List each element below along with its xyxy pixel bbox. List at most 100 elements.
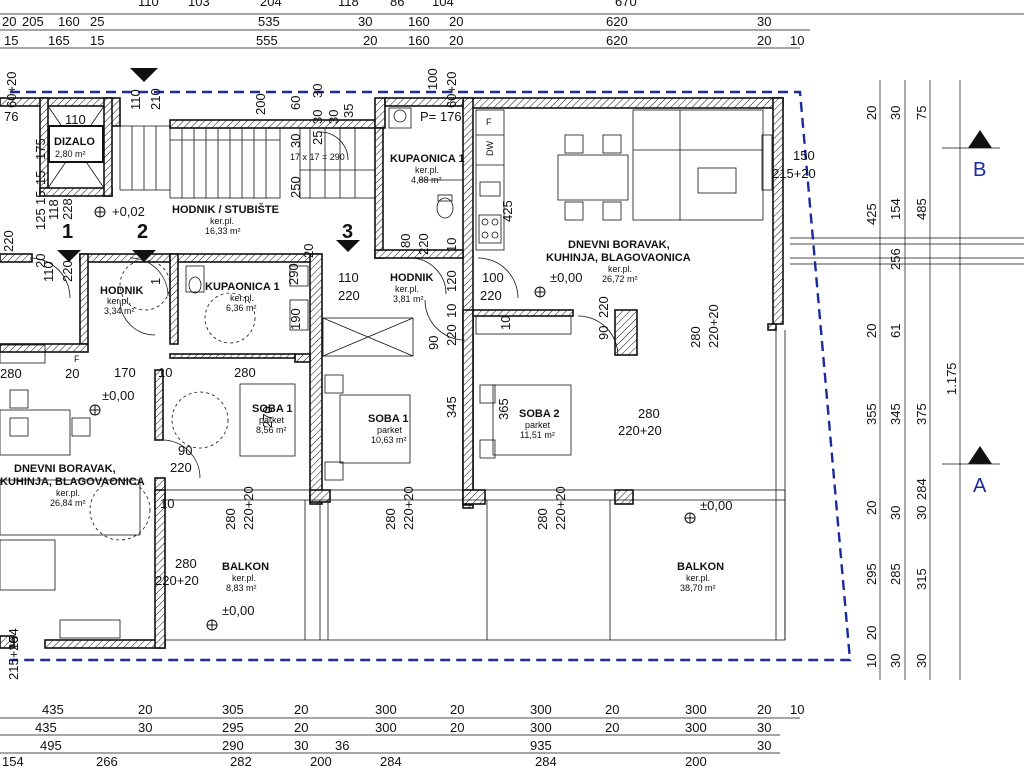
dim-top-3-2: 15	[90, 33, 104, 48]
room-kupaonica-top-name: KUPAONICA 1	[390, 153, 465, 165]
dim-r3-1: 485	[914, 198, 929, 220]
dim-bot-2-7: 20	[605, 720, 619, 735]
idim-7: 30	[310, 110, 325, 124]
level-markers: +0,02 ±0,00 ±0,00 ±0,00 ±0,00	[89, 204, 732, 631]
idim-29: 365	[496, 398, 511, 420]
idim-40: 220+20	[155, 573, 199, 588]
floor-perimeter	[10, 90, 852, 662]
dim-top-2-3: 535	[258, 14, 280, 29]
dim-bot-1-3: 20	[294, 702, 308, 717]
idim-11: 110	[128, 89, 143, 110]
balcony-outline	[164, 330, 786, 641]
fridge-label-left: F	[74, 354, 80, 364]
dim-bot-1-1: 20	[138, 702, 152, 717]
idim-56: 125	[33, 208, 48, 230]
dishwasher-label: DW	[485, 141, 495, 156]
idim-50: 190	[288, 308, 303, 330]
dim-top-1-8: 104	[432, 0, 454, 9]
idim-51: 290	[286, 263, 301, 285]
stair-note: 17 x 17 = 290	[290, 152, 345, 162]
room-balkon-right-finish: ker.pl.	[686, 573, 710, 583]
idim-22: 100	[482, 270, 504, 285]
bottom-dimensions: 435 20 305 20 300 20 300 20 300 20 10 43…	[0, 702, 804, 768]
dim-top-3-8: 20	[757, 33, 771, 48]
dim-bot-4-3: 200	[310, 754, 332, 768]
room-dnevni-right-name: DNEVNI BORAVAK,	[568, 239, 670, 251]
entrance-markers: 1 2 3	[57, 68, 360, 262]
idim-55: 175	[33, 138, 48, 160]
idim-24: 10	[444, 304, 459, 318]
dim-bot-2-9: 30	[757, 720, 771, 735]
room-soba1b-finish: parket	[377, 425, 403, 435]
dim-r1-6: 20	[864, 626, 879, 640]
room-soba2-name: SOBA 2	[519, 408, 560, 420]
idim-16: 110	[338, 270, 359, 285]
dim-r3-4: 284	[914, 478, 929, 500]
idim-2: 30	[310, 84, 325, 98]
level-3: ±0,00	[102, 388, 134, 403]
dim-top-2-7: 620	[606, 14, 628, 29]
room-balkon-left-area: 8,83 m²	[226, 583, 257, 593]
idim-21: 120	[444, 270, 459, 292]
dim-r2-4: 345	[888, 403, 903, 425]
idim-53: 220	[60, 260, 75, 282]
room-kupaonica-mid-name: KUPAONICA 1	[205, 281, 280, 293]
room-dnevni-right-area: 26,72 m²	[602, 274, 638, 284]
idim-32: 220+20	[618, 423, 662, 438]
idim-26: 220	[444, 324, 459, 346]
idim-18: 80	[398, 234, 413, 248]
idim-0: 200	[253, 93, 268, 115]
idim-44: 170	[114, 365, 136, 380]
room-balkon-left-finish: ker.pl.	[232, 573, 256, 583]
dim-bot-3-0: 495	[40, 738, 62, 753]
dim-top-1-2: 25	[90, 14, 104, 29]
dim-bot-1-0: 435	[42, 702, 64, 717]
idim-71: 215+20	[6, 636, 21, 680]
dim-top-1-0: 205	[22, 14, 44, 29]
level-5: ±0,00	[222, 603, 254, 618]
room-kupaonica-top-area: 4,88 m²	[411, 175, 442, 185]
room-soba2-area: 11,51 m²	[520, 430, 555, 440]
dim-r2-7: 30	[888, 654, 903, 668]
idim-30: 345	[444, 396, 459, 418]
dim-r3-2: 1.175	[944, 362, 959, 395]
dim-r1-2: 20	[864, 324, 879, 338]
room-balkon-left-name: BALKON	[222, 561, 269, 573]
idim-54: 1	[148, 278, 163, 285]
idim-59: 15	[33, 171, 48, 185]
top-dimensions: 205 160 25 110 103 204 118 86 104 670 20…	[0, 0, 1024, 49]
room-hodnik-mid-name: HODNIK	[390, 272, 433, 284]
dim-top-1-6: 118	[338, 0, 359, 9]
idim-10: 35	[341, 104, 356, 118]
room-hodnik-stubiste-name: HODNIK / STUBIŠTE	[172, 203, 279, 216]
idim-69: 280	[0, 366, 22, 381]
dim-top-3-5: 160	[408, 33, 430, 48]
area-p-label: P= 176	[420, 109, 462, 124]
dim-bot-1-6: 300	[530, 702, 552, 717]
idim-65: 20	[301, 244, 316, 258]
right-dimensions: 20 425 20 355 20 295 20 10 30 154 256 61…	[864, 80, 961, 680]
room-balkon-right-name: BALKON	[677, 561, 724, 573]
section-marker-a: A	[942, 446, 1000, 497]
room-hodnik-left-name: HODNIK	[100, 285, 143, 297]
idim-64: 10	[160, 496, 174, 511]
staircase: 17 x 17 = 290	[119, 125, 376, 199]
dim-r1-1: 425	[864, 203, 879, 225]
dim-top-3-9: 10	[790, 33, 804, 48]
room-hodnik-stubiste-area: 16,33 m²	[205, 226, 241, 236]
dim-r2-6: 285	[888, 563, 903, 585]
idim-49: 270	[260, 406, 275, 428]
level-4: ±0,00	[700, 498, 732, 513]
dim-bot-3-4: 935	[530, 738, 552, 753]
dim-bot-4-4: 284	[380, 754, 402, 768]
idim-25: 90	[426, 336, 441, 350]
idim-66: 60+20	[4, 71, 19, 108]
dim-bot-4-0: 154	[2, 754, 24, 768]
dim-top-1-4: 103	[188, 0, 210, 9]
idim-35: 280	[383, 508, 398, 530]
idim-73: 154	[6, 628, 21, 650]
marker-1: 1	[62, 221, 73, 243]
dim-bot-2-8: 300	[685, 720, 707, 735]
idim-67: 76	[4, 109, 18, 124]
idim-13: 150	[793, 148, 815, 163]
